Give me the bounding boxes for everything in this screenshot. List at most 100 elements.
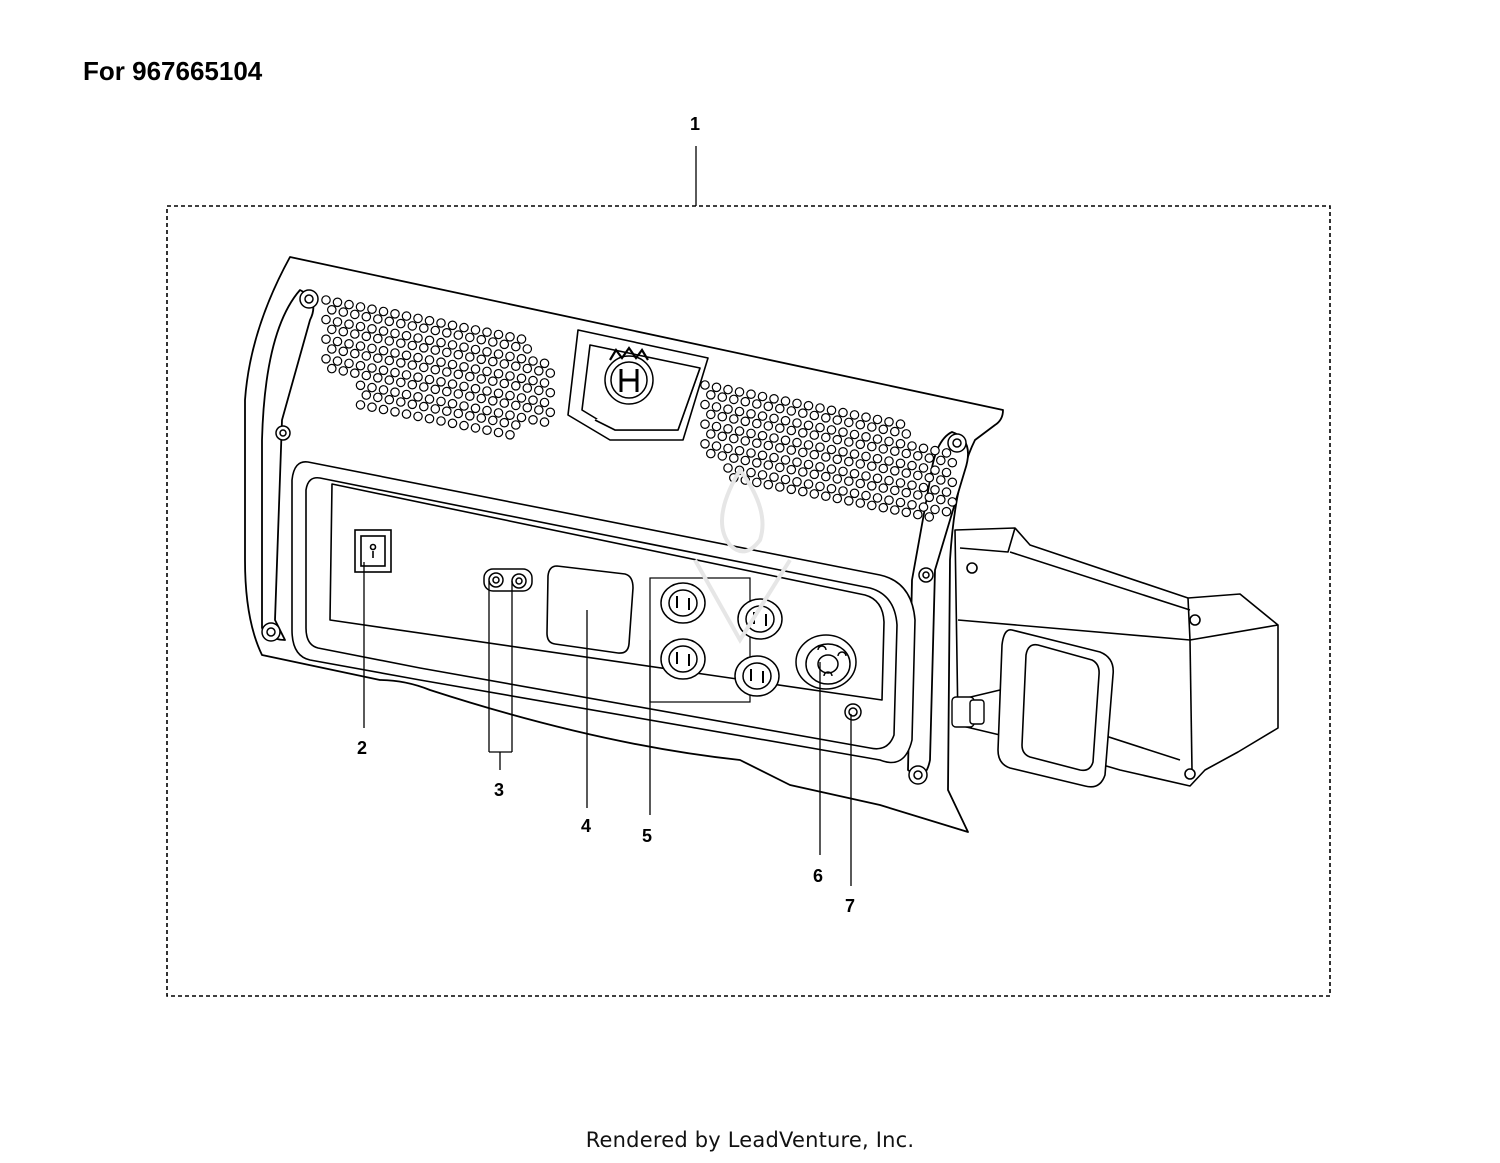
vent-hole [901,468,912,478]
vent-hole [528,414,538,425]
vent-hole [516,373,527,384]
vent-hole [424,413,435,424]
vent-hole [459,401,469,411]
vent-hole [711,382,722,393]
vent-hole [843,417,854,428]
vent-hole [763,440,774,451]
vent-hole [482,425,492,435]
vent-hole [545,407,556,418]
vent-hole [436,357,446,367]
vent-hole [751,457,762,468]
vent-hole [344,358,354,369]
vent-hole [407,321,418,331]
vent-hole [935,455,946,466]
vent-hole [464,371,475,382]
vent-hole [378,306,389,317]
vent-hole [470,423,481,433]
vent-hole [401,330,412,341]
vent-hole [912,470,923,481]
vent-hole [510,380,521,391]
vent-grille-right [700,380,958,522]
vent-hole [872,434,883,444]
vent-hole [855,439,866,450]
vent-hole [510,361,521,371]
vent-hole [470,325,481,335]
vent-hole [918,443,929,454]
vent-hole [855,419,866,430]
vent-hole [470,344,481,355]
vent-hole [700,438,710,449]
vent-hole [384,375,395,385]
vent-hole [757,391,768,402]
vent-hole [505,331,515,342]
vent-hole [941,506,952,517]
vent-hole [866,422,877,432]
vent-hole [947,457,958,468]
vent-hole [355,400,366,410]
vent-hole [505,390,515,401]
vent-hole [476,413,487,423]
vent-hole [907,499,917,510]
vent-hole [895,419,906,429]
vent-hole [947,477,958,488]
vent-hole [413,352,423,363]
vent-hole [878,502,889,513]
vent-hole [453,330,464,340]
vent-hole [797,467,808,477]
vent-hole [746,408,756,419]
vent-hole [792,418,802,428]
vent-hole [493,368,504,379]
vent-hole [786,406,797,416]
vent-hole [855,478,866,489]
vent-hole [941,467,952,478]
vent-hole [338,346,349,357]
vent-hole [487,415,498,426]
vent-hole [872,473,883,484]
panel-cover [546,565,634,654]
vent-hole [459,342,469,352]
twist-lock-receptacle [795,634,857,690]
vent-hole [820,412,831,423]
vent-hole [930,465,940,475]
vent-hole [367,343,377,354]
vent-hole [384,355,395,366]
vent-hole [751,418,762,429]
vent-hole [338,326,349,337]
vent-hole [436,416,446,426]
vent-hole [499,398,510,408]
vent-hole [889,505,900,515]
vent-hole [826,405,837,416]
vent-hole [797,486,808,497]
vent-hole [935,475,946,485]
vent-hole [436,396,446,407]
vent-hole [459,381,469,392]
vent-hole [430,345,441,355]
vent-hole [820,471,831,482]
vent-hole [912,509,923,520]
vent-hole [355,360,366,371]
leader-lines [363,562,852,886]
vent-hole [815,422,825,433]
vent-hole [728,414,739,424]
vent-hole [826,425,837,435]
vent-hole [401,370,412,380]
vent-hole [372,372,383,383]
vent-hole [367,323,377,334]
vent-hole [476,393,487,404]
vent-hole [453,349,464,360]
vent-hole [832,434,843,445]
vent-hole [895,438,906,449]
vent-hole [430,404,441,414]
vent-hole [884,475,894,486]
page-title: For 967665104 [83,56,263,86]
vent-hole [418,401,429,412]
vent-hole [855,498,866,508]
vent-hole [751,399,762,409]
callout-4: 4 [581,816,591,836]
vent-hole [930,484,940,495]
callout-2: 2 [357,738,367,758]
vent-hole [361,331,372,342]
vent-hole [528,375,538,386]
vent-hole [476,334,487,345]
vent-hole [861,490,871,501]
